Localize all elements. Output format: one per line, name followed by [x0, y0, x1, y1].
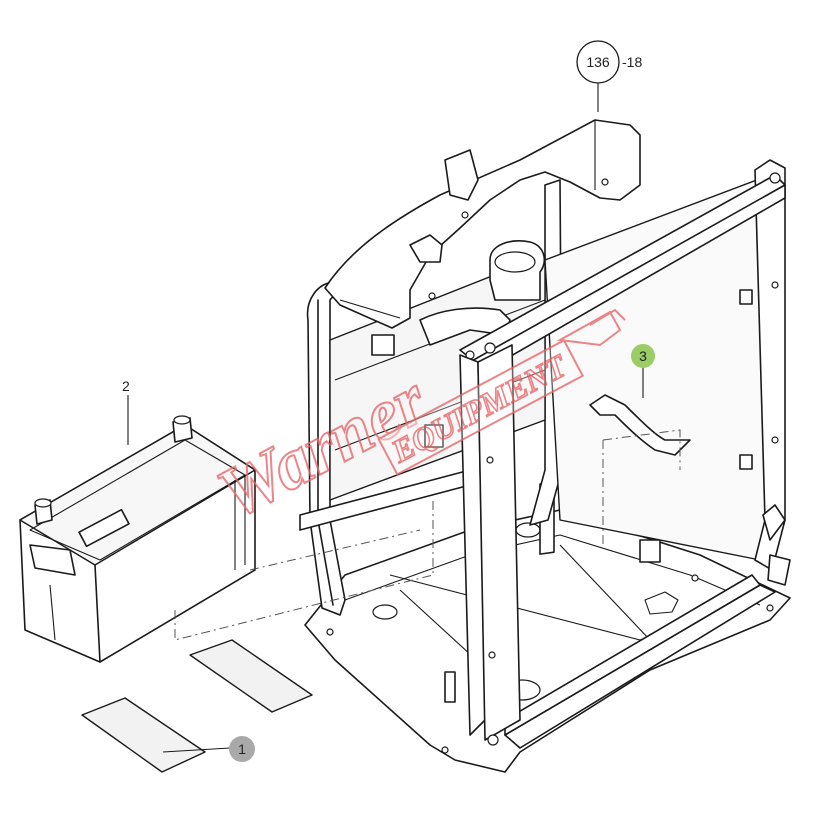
part-1-badge	[229, 736, 255, 762]
front-cross-member	[504, 574, 776, 749]
part-2-label: 2	[122, 378, 130, 394]
ref-circle-label: 136	[586, 54, 610, 70]
leader-lines	[127, 83, 644, 753]
top-yoke	[324, 119, 641, 346]
top-cross-bar	[459, 172, 786, 376]
hold-down-strap	[589, 394, 691, 456]
callout-136-18[interactable]: 136 -18	[576, 40, 642, 84]
assembly-lines	[174, 429, 681, 641]
truck-icon	[556, 308, 626, 347]
battery-pads	[81, 639, 313, 773]
front-left-post	[459, 344, 521, 746]
callout-part-3[interactable]: 3	[631, 344, 655, 368]
watermark-box	[377, 339, 585, 476]
callout-part-1[interactable]: 1	[229, 736, 255, 762]
callout-part-2[interactable]: 2	[122, 378, 130, 394]
part-3-badge	[631, 344, 655, 368]
battery	[19, 415, 256, 663]
part-3-label: 3	[639, 348, 647, 364]
ref-suffix-label: -18	[622, 54, 642, 70]
part-1-label: 1	[238, 741, 246, 757]
ref-circle	[576, 40, 620, 84]
